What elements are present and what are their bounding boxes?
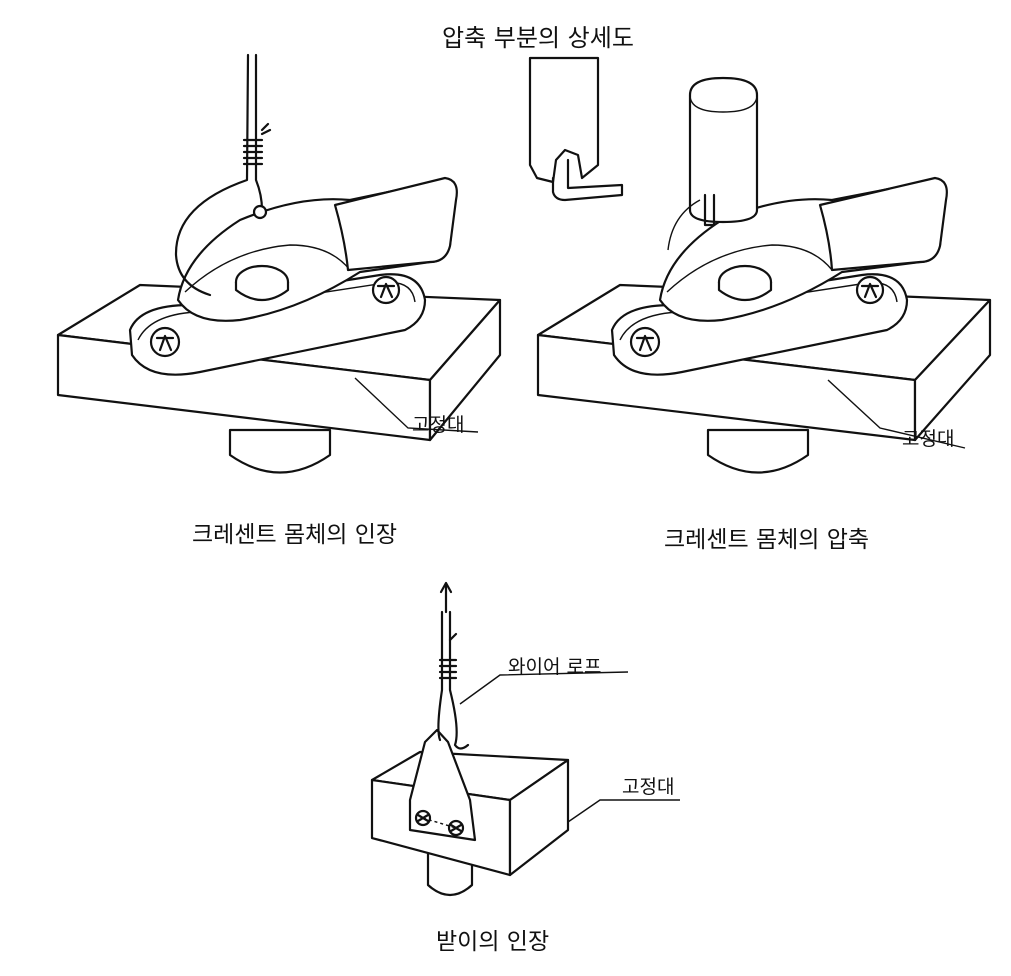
crescent-pull-illustration bbox=[56, 53, 502, 474]
fixture-label-pull: 고정대 bbox=[412, 414, 465, 436]
screw-icon bbox=[447, 819, 465, 837]
fixture-label-receiver: 고정대 bbox=[622, 776, 675, 798]
screw-icon bbox=[855, 275, 885, 305]
up-arrow-icon bbox=[439, 581, 453, 614]
screw-icon bbox=[629, 326, 661, 358]
caption-receiver-pull: 받이의 인장 bbox=[436, 929, 550, 955]
caption-crescent-pull: 크레센트 몸체의 인장 bbox=[192, 522, 398, 548]
receiver-pull-illustration bbox=[370, 581, 680, 897]
caption-crescent-compress: 크레센트 몸체의 압축 bbox=[664, 527, 870, 553]
detail-title: 압축 부분의 상세도 bbox=[442, 24, 634, 52]
wire-rope-label: 와이어 로프 bbox=[508, 656, 602, 678]
compression-detail-illustration bbox=[528, 56, 624, 202]
screw-icon bbox=[371, 275, 401, 305]
screw-icon bbox=[149, 326, 181, 358]
fixture-label-compress: 고정대 bbox=[902, 428, 955, 450]
crescent-compress-illustration bbox=[536, 76, 992, 474]
